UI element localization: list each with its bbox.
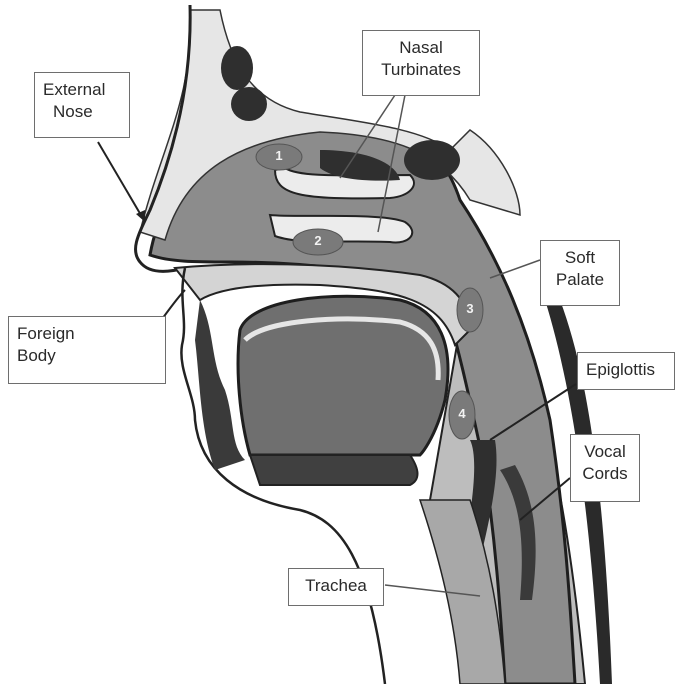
- label-epiglottis: Epiglottis: [577, 352, 675, 390]
- label-foreign-body-line1: Foreign: [17, 323, 157, 345]
- label-foreign-body: Foreign Body: [8, 316, 166, 384]
- label-external-nose-line2: Nose: [43, 101, 121, 123]
- external-nose-arrowhead: [136, 210, 145, 222]
- label-vocal-cords-line1: Vocal: [579, 441, 631, 463]
- marker-2-label: 2: [308, 233, 328, 248]
- marker-1-label: 1: [269, 148, 289, 163]
- label-soft-palate-line2: Palate: [549, 269, 611, 291]
- label-nasal-turbinates-line1: Nasal: [371, 37, 471, 59]
- label-epiglottis-line1: Epiglottis: [586, 359, 666, 381]
- label-external-nose-line1: External: [43, 79, 121, 101]
- jaw-bone: [250, 455, 418, 485]
- label-trachea: Trachea: [288, 568, 384, 606]
- label-nasal-turbinates: Nasal Turbinates: [362, 30, 480, 96]
- marker-4-label: 4: [452, 406, 472, 421]
- marker-3-label: 3: [460, 301, 480, 316]
- label-foreign-body-line2: Body: [17, 345, 157, 367]
- label-nasal-turbinates-line2: Turbinates: [371, 59, 471, 81]
- sinus-lower: [231, 87, 267, 121]
- sphenoid-sinus: [404, 140, 460, 180]
- label-vocal-cords-line2: Cords: [579, 463, 631, 485]
- label-vocal-cords: Vocal Cords: [570, 434, 640, 502]
- external-nose-arrow: [98, 142, 145, 222]
- sinus-upper: [221, 46, 253, 90]
- label-soft-palate: Soft Palate: [540, 240, 620, 306]
- label-soft-palate-line1: Soft: [549, 247, 611, 269]
- label-trachea-line1: Trachea: [297, 575, 375, 597]
- label-external-nose: External Nose: [34, 72, 130, 138]
